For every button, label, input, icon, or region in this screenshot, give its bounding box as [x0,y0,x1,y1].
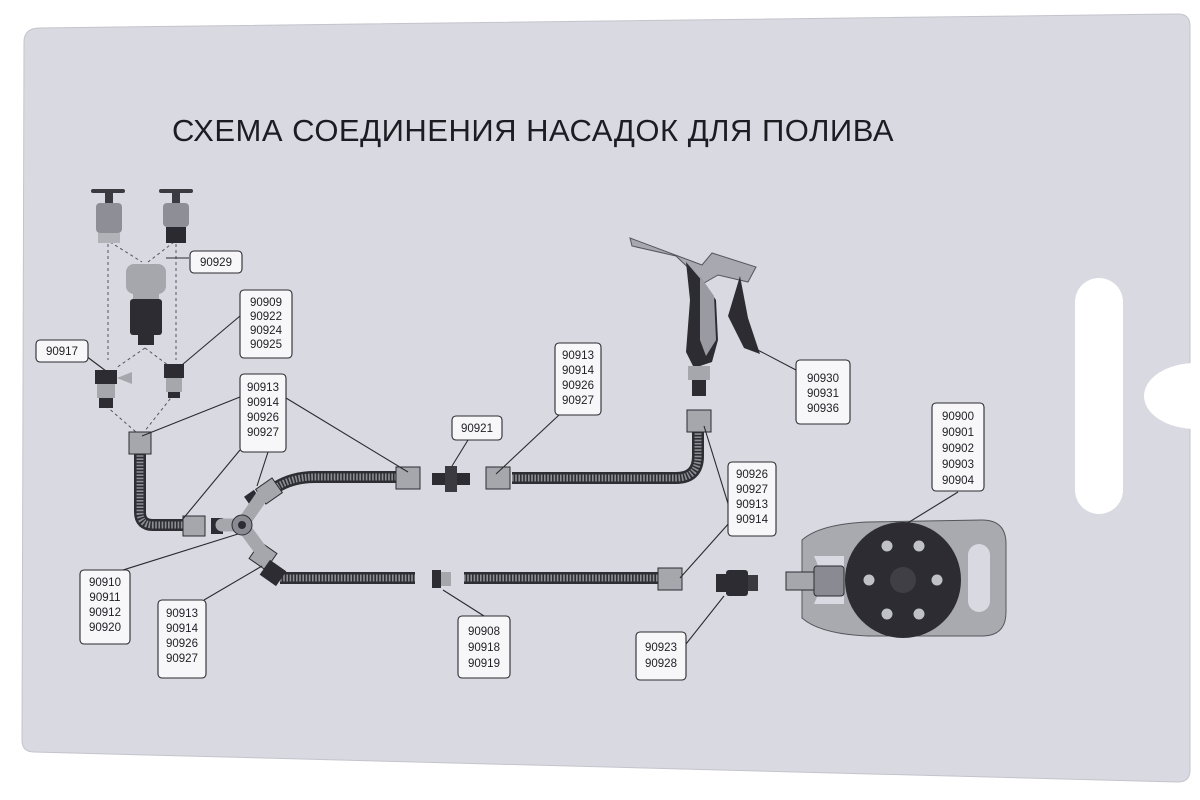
svg-text:90911: 90911 [89,592,120,604]
label-small-adapter: 90917 [35,339,89,363]
svg-text:90909: 90909 [250,297,282,309]
svg-text:90918: 90918 [468,642,500,654]
sprinkler-icon [785,519,1007,638]
svg-text:90925: 90925 [250,339,282,351]
label-hose-coupler: 90908 90918 90919 [457,615,511,679]
svg-text:90913: 90913 [562,350,594,362]
label-tap-connectors: 90909 90922 90924 90925 [239,289,293,359]
tap-adapter-icon [126,264,166,345]
svg-text:90914: 90914 [562,365,595,377]
svg-text:90913: 90913 [736,499,768,511]
svg-text:90903: 90903 [942,459,974,471]
svg-text:90926: 90926 [736,469,768,481]
svg-text:90921: 90921 [461,423,493,435]
diagram-title: СХЕМА СОЕДИНЕНИЯ НАСАДОК ДЛЯ ПОЛИВА [172,113,894,148]
svg-text:90904: 90904 [942,475,975,487]
svg-text:90901: 90901 [942,427,974,439]
svg-text:90928: 90928 [645,658,677,670]
svg-text:90926: 90926 [166,638,198,650]
svg-text:90929: 90929 [200,257,232,269]
svg-text:90927: 90927 [562,395,594,407]
tap-icon-right [159,189,193,243]
svg-text:90927: 90927 [736,484,768,496]
svg-text:90927: 90927 [247,427,279,439]
svg-text:90910: 90910 [89,577,121,589]
svg-text:90914: 90914 [736,514,769,526]
label-fittings-mid: 90913 90914 90926 90927 [554,342,602,416]
svg-text:90914: 90914 [166,623,199,635]
svg-text:90924: 90924 [250,325,283,337]
svg-text:90917: 90917 [46,346,78,358]
svg-text:90914: 90914 [247,397,280,409]
small-adapter-icon [95,370,132,408]
leader-lines [85,257,959,645]
svg-text:90927: 90927 [166,653,198,665]
svg-text:90900: 90900 [942,411,974,423]
label-fittings-right: 90926 90927 90913 90914 [727,461,777,537]
svg-text:90912: 90912 [89,607,121,619]
svg-text:90926: 90926 [562,380,594,392]
label-sprinkler: 90900 90901 90902 90903 90904 [931,402,985,492]
svg-text:90926: 90926 [247,412,279,424]
hoses [134,432,704,584]
hose-coupler-icon [432,570,451,588]
svg-text:90923: 90923 [645,642,677,654]
label-fittings-top-left: 90913 90914 90926 90927 [239,373,287,453]
label-spray-gun: 90930 90931 90936 [795,359,851,425]
svg-text:90913: 90913 [247,382,279,394]
spray-gun-icon [629,237,760,396]
svg-text:90920: 90920 [89,622,121,634]
guide-lines [105,232,177,433]
svg-text:90902: 90902 [942,443,974,455]
svg-text:90936: 90936 [807,403,839,415]
hose-connector-icon [432,466,470,492]
svg-text:90919: 90919 [468,658,500,670]
hang-hole [1075,278,1123,514]
label-end-adapter: 90923 90928 [635,631,687,681]
y-splitter-icon [215,489,269,559]
end-adapter-icon [716,570,758,596]
label-splitter: 90910 90911 90912 90920 [79,569,131,645]
label-connector-mid: 90921 [451,415,503,441]
label-tap-adapter: 90929 [189,250,243,274]
tap-icon-left [91,189,125,243]
svg-text:90931: 90931 [807,388,839,400]
svg-text:90922: 90922 [250,311,282,323]
hang-notch [1144,363,1200,429]
svg-text:90908: 90908 [468,626,500,638]
label-fittings-bottom-left: 90913 90914 90926 90927 [157,599,207,679]
svg-text:90913: 90913 [166,608,198,620]
svg-text:90930: 90930 [807,373,839,385]
